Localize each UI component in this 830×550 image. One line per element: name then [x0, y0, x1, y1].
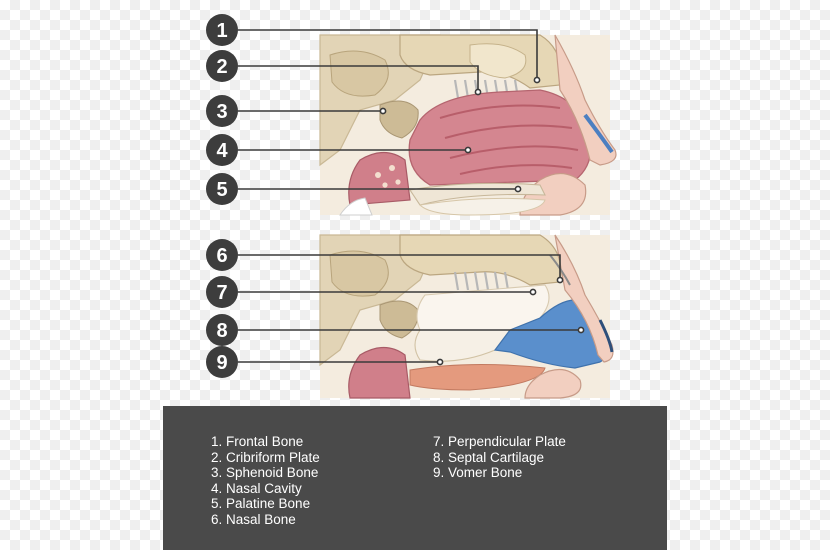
legend-panel: 1. Frontal Bone 2. Cribriform Plate 3. S…: [163, 406, 667, 550]
nasal-anatomy-diagram: 1 2 3 4 5 6 7 8: [206, 14, 617, 399]
marker-2: 2: [206, 50, 238, 82]
svg-text:9: 9: [216, 352, 227, 374]
legend-item-nasal-cavity: 4. Nasal Cavity: [211, 480, 302, 496]
marker-7: 7: [206, 276, 238, 308]
leader-line-6: [238, 254, 561, 280]
svg-text:5: 5: [216, 179, 227, 201]
legend-column-left: 1. Frontal Bone 2. Cribriform Plate 3. S…: [211, 434, 320, 528]
legend-item-cribriform-plate: 2. Cribriform Plate: [211, 449, 320, 465]
marker-9: 9: [206, 346, 238, 378]
legend-item-vomer-bone: 9. Vomer Bone: [433, 465, 523, 481]
legend-item-perpendicular-plate: 7. Perpendicular Plate: [433, 434, 566, 449]
svg-text:7: 7: [216, 282, 227, 304]
nose-profile: [554, 34, 617, 166]
legend-item-nasal-bone: 6. Nasal Bone: [211, 511, 296, 527]
marker-1: 1: [206, 14, 238, 46]
leader-line-1: [238, 29, 538, 80]
legend-item-sphenoid-bone: 3. Sphenoid Bone: [211, 465, 319, 481]
vomer-bone: [414, 329, 512, 362]
marker-5: 5: [206, 173, 238, 205]
svg-text:2: 2: [216, 56, 227, 78]
nasal-bone: [549, 254, 571, 286]
svg-text:1: 1: [216, 20, 227, 42]
marker-8: 8: [206, 314, 238, 346]
svg-text:4: 4: [216, 140, 228, 162]
top-illustration: [319, 34, 617, 216]
legend-column-right: 7. Perpendicular Plate 8. Septal Cartila…: [433, 434, 566, 481]
legend-item-frontal-bone: 1. Frontal Bone: [211, 434, 304, 449]
leader-line-2: [238, 65, 479, 92]
number-markers: 1 2 3 4 5 6 7 8: [206, 14, 238, 378]
svg-text:8: 8: [216, 320, 227, 342]
svg-text:6: 6: [216, 245, 227, 267]
svg-text:3: 3: [216, 101, 227, 123]
marker-6: 6: [206, 239, 238, 271]
leader-lines: [238, 29, 585, 366]
legend-item-septal-cartilage: 8. Septal Cartilage: [433, 449, 545, 465]
marker-3: 3: [206, 95, 238, 127]
marker-4: 4: [206, 134, 238, 166]
bottom-illustration: [319, 234, 614, 399]
legend-item-palatine-bone: 5. Palatine Bone: [211, 496, 311, 512]
